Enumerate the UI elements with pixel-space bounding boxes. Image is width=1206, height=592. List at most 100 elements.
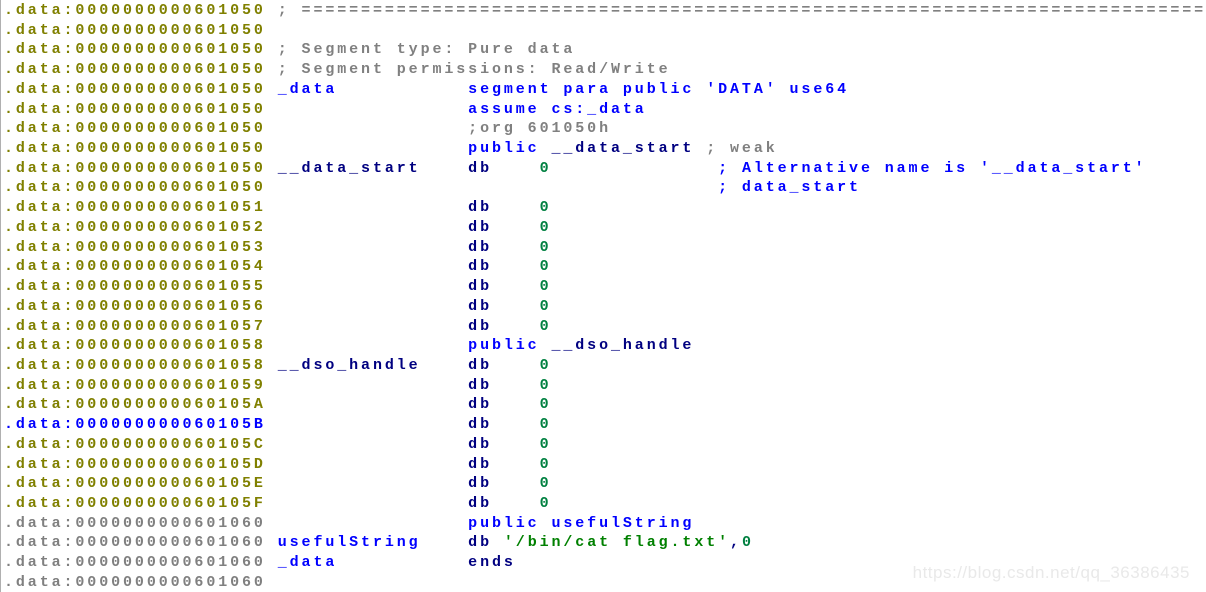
listing-line[interactable]: .data:0000000000601054 db 0 — [4, 257, 1206, 277]
address-dim[interactable]: .data:0000000000601060 — [4, 534, 266, 552]
number-literal[interactable]: 0 — [491, 416, 552, 434]
listing-line[interactable]: .data:0000000000601050 ; Segment permiss… — [4, 60, 1206, 80]
number-literal[interactable]: 0 — [491, 317, 552, 335]
mnemonic[interactable]: db — [265, 475, 492, 493]
number-literal[interactable]: 0 — [491, 278, 552, 296]
listing-line[interactable]: .data:0000000000601053 db 0 — [4, 238, 1206, 258]
address[interactable]: .data:0000000000601050 — [4, 21, 266, 39]
public-name[interactable]: usefulString — [539, 514, 695, 532]
public-name[interactable]: usefulString — [265, 534, 421, 552]
address[interactable]: .data:000000000060105F — [4, 494, 266, 512]
listing-line[interactable]: .data:0000000000601050 ;org 601050h — [4, 119, 1206, 139]
address[interactable]: .data:0000000000601050 — [4, 120, 266, 138]
listing-line[interactable]: .data:0000000000601058 __dso_handle db 0 — [4, 356, 1206, 376]
mnemonic[interactable]: db — [265, 317, 492, 335]
address[interactable]: .data:0000000000601058 — [4, 337, 266, 355]
symbol-name[interactable]: __data_start — [539, 140, 695, 158]
address[interactable]: .data:0000000000601050 — [4, 61, 266, 79]
listing-line[interactable]: .data:000000000060105C db 0 — [4, 435, 1206, 455]
repeatable-comment[interactable]: ; Alternative name is '__data_start' — [551, 159, 1147, 177]
listing-line[interactable]: .data:000000000060105F db 0 — [4, 494, 1206, 514]
repeatable-comment[interactable]: ; data_start — [265, 179, 861, 197]
number-literal[interactable]: 0 — [491, 297, 552, 315]
mnemonic[interactable]: db — [420, 159, 492, 177]
number-literal[interactable]: 0 — [491, 494, 552, 512]
address[interactable]: .data:0000000000601055 — [4, 278, 266, 296]
number-literal[interactable]: 0 — [492, 159, 552, 177]
listing-line[interactable]: .data:0000000000601050 _data segment par… — [4, 80, 1206, 100]
mnemonic[interactable]: db — [420, 534, 504, 552]
comment[interactable]: ; ======================================… — [265, 2, 1206, 19]
number-literal[interactable]: 0 — [491, 218, 552, 236]
address[interactable]: .data:000000000060105A — [4, 396, 266, 414]
address[interactable]: .data:000000000060105E — [4, 475, 266, 493]
listing-line[interactable]: .data:0000000000601059 db 0 — [4, 376, 1206, 396]
number-literal[interactable]: 0 — [491, 396, 552, 414]
listing-line[interactable]: .data:0000000000601050 ; data_start — [4, 178, 1206, 198]
keyword[interactable]: assume cs:_data — [265, 100, 647, 118]
comment[interactable]: ; Segment permissions: Read/Write — [265, 61, 671, 79]
address[interactable]: .data:0000000000601052 — [4, 218, 266, 236]
number-literal[interactable]: 0 — [491, 199, 552, 217]
address[interactable]: .data:0000000000601050 — [4, 159, 266, 177]
listing-line[interactable]: .data:0000000000601056 db 0 — [4, 297, 1206, 317]
listing-line[interactable]: .data:0000000000601060 — [4, 573, 1206, 592]
mnemonic[interactable]: db — [265, 376, 492, 394]
address[interactable]: .data:0000000000601057 — [4, 317, 266, 335]
keyword[interactable]: segment para public 'DATA' use64 — [337, 80, 850, 98]
keyword[interactable]: public — [265, 337, 540, 355]
listing-line[interactable]: .data:0000000000601050 assume cs:_data — [4, 100, 1206, 120]
address[interactable]: .data:0000000000601051 — [4, 199, 266, 217]
comment[interactable]: ; weak — [694, 140, 778, 158]
mnemonic[interactable]: db — [265, 455, 492, 473]
public-name[interactable]: _data — [265, 80, 338, 98]
address[interactable]: .data:0000000000601056 — [4, 297, 266, 315]
number-literal[interactable]: 0 — [491, 455, 552, 473]
comment[interactable]: ; Segment type: Pure data — [265, 41, 576, 59]
listing-line[interactable]: .data:0000000000601050 ; Segment type: P… — [4, 40, 1206, 60]
listing-line[interactable]: .data:0000000000601052 db 0 — [4, 218, 1206, 238]
address[interactable]: .data:0000000000601050 — [4, 140, 266, 158]
address[interactable]: .data:0000000000601050 — [4, 179, 266, 197]
number-literal[interactable]: 0 — [741, 534, 754, 552]
number-literal[interactable]: 0 — [491, 475, 552, 493]
number-literal[interactable]: 0 — [491, 238, 552, 256]
listing-line[interactable]: .data:0000000000601058 public __dso_hand… — [4, 336, 1206, 356]
mnemonic[interactable]: db — [265, 258, 492, 276]
string-literal[interactable]: '/bin/cat flag.txt' — [503, 534, 731, 552]
address[interactable]: .data:0000000000601059 — [4, 376, 266, 394]
listing-line[interactable]: .data:0000000000601060 _data ends — [4, 553, 1206, 573]
address[interactable]: .data:000000000060105D — [4, 455, 266, 473]
listing-line[interactable]: .data:000000000060105B db 0 — [4, 415, 1206, 435]
address[interactable]: .data:0000000000601050 — [4, 2, 266, 19]
address[interactable]: .data:0000000000601053 — [4, 238, 266, 256]
symbol-name[interactable]: __dso_handle — [539, 337, 695, 355]
mnemonic[interactable]: db — [265, 416, 492, 434]
listing-line[interactable]: .data:0000000000601050 __data_start db 0… — [4, 159, 1206, 179]
mnemonic[interactable]: db — [265, 435, 492, 453]
listing-line[interactable]: .data:0000000000601055 db 0 — [4, 277, 1206, 297]
number-literal[interactable]: 0 — [491, 435, 552, 453]
listing-line[interactable]: .data:0000000000601051 db 0 — [4, 198, 1206, 218]
mnemonic[interactable]: db — [265, 494, 492, 512]
mnemonic[interactable]: db — [265, 396, 492, 414]
mnemonic[interactable]: db — [265, 199, 492, 217]
number-literal[interactable]: 0 — [492, 356, 552, 374]
address[interactable]: .data:000000000060105C — [4, 435, 266, 453]
address[interactable]: .data:0000000000601054 — [4, 258, 266, 276]
address[interactable]: .data:0000000000601050 — [4, 80, 266, 98]
address-dim[interactable]: .data:0000000000601060 — [4, 554, 266, 572]
address[interactable]: .data:0000000000601050 — [4, 100, 266, 118]
mnemonic[interactable]: db — [265, 218, 492, 236]
address-dim[interactable]: .data:0000000000601060 — [4, 514, 266, 532]
listing-line[interactable]: .data:0000000000601050 — [4, 21, 1206, 41]
label[interactable]: __dso_handle — [265, 356, 421, 374]
address[interactable]: .data:0000000000601058 — [4, 356, 266, 374]
address-highlighted[interactable]: .data:000000000060105B — [4, 416, 266, 434]
listing-line[interactable]: .data:000000000060105E db 0 — [4, 474, 1206, 494]
keyword[interactable]: public — [265, 140, 540, 158]
label[interactable]: __data_start — [265, 159, 421, 177]
number-literal[interactable]: 0 — [491, 258, 552, 276]
listing-line[interactable]: .data:000000000060105A db 0 — [4, 395, 1206, 415]
mnemonic[interactable]: ends — [337, 554, 516, 572]
